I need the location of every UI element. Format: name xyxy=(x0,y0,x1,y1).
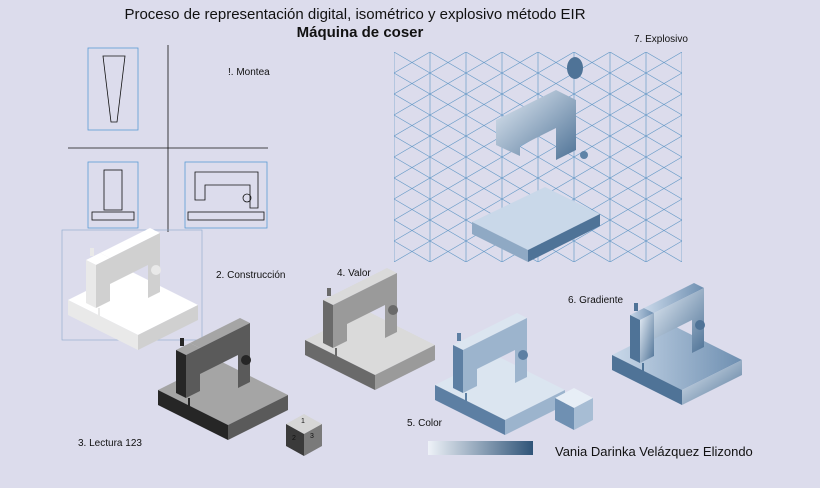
cube-color xyxy=(555,388,593,430)
cube-face-right: 3 xyxy=(310,433,314,440)
label-color: 5. Color xyxy=(407,418,443,429)
exploded-machine xyxy=(472,57,600,262)
label-lectura: 3. Lectura 123 xyxy=(78,438,142,449)
cube-face-top: 1 xyxy=(301,418,305,425)
label-explosivo: 7. Explosivo xyxy=(634,34,688,45)
page-title: Proceso de representación digital, isomé… xyxy=(124,6,586,23)
label-gradiente: 6. Gradiente xyxy=(568,295,624,306)
cube-face-left: 2 xyxy=(292,435,296,442)
machine-color xyxy=(435,313,565,435)
gradient-swatch xyxy=(428,441,533,455)
machine-lectura xyxy=(158,318,288,440)
page-subtitle: Máquina de coser xyxy=(296,24,424,41)
label-montea: !. Montea xyxy=(228,67,270,78)
label-construccion: 2. Construcción xyxy=(216,270,286,281)
montea-views xyxy=(68,45,268,232)
machine-construccion xyxy=(61,228,203,350)
author-name: Vania Darinka Velázquez Elizondo xyxy=(555,444,753,459)
machine-valor xyxy=(305,268,435,390)
cube-lectura xyxy=(286,414,322,456)
machine-gradiente xyxy=(612,283,742,405)
label-valor: 4. Valor xyxy=(337,268,371,279)
